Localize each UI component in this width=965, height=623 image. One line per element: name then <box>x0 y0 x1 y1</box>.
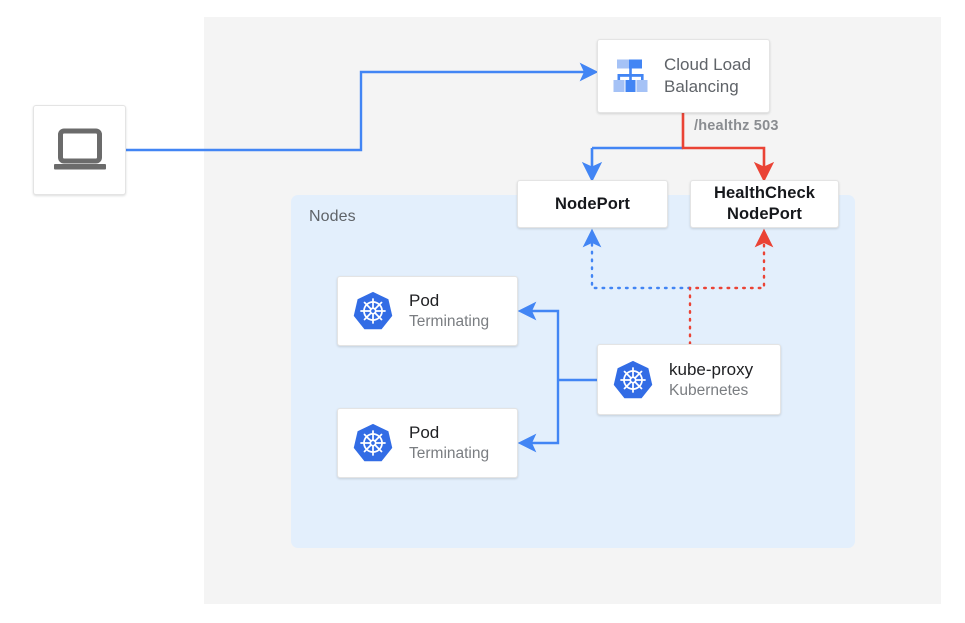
pod-2-title: Pod <box>409 423 440 442</box>
kube-proxy-content: kube-proxy Kubernetes <box>598 345 780 414</box>
kubernetes-icon <box>353 291 393 330</box>
cloud-load-balancing-label: Cloud Load Balancing <box>664 54 751 98</box>
healthcheck-nodeport-node[interactable]: HealthCheck NodePort <box>690 180 839 228</box>
healthcheck-label-line2: NodePort <box>726 205 803 223</box>
nodeport-label: NodePort <box>554 194 631 213</box>
kubernetes-icon <box>353 423 393 462</box>
nodes-region-label: Nodes <box>309 208 356 225</box>
pod-node-2[interactable]: Pod Terminating <box>337 408 518 478</box>
pod-1-labels: Pod Terminating <box>409 290 489 332</box>
kube-proxy-labels: kube-proxy Kubernetes <box>669 359 753 401</box>
pod-node-1[interactable]: Pod Terminating <box>337 276 518 346</box>
healthz-edge-label: /healthz 503 <box>694 118 779 134</box>
nodeport-node[interactable]: NodePort <box>517 180 668 228</box>
laptop-icon <box>53 128 106 170</box>
pod-2-labels: Pod Terminating <box>409 422 489 464</box>
cloud-load-balancing-node[interactable]: Cloud Load Balancing <box>597 39 770 113</box>
kube-proxy-subtitle: Kubernetes <box>669 381 749 399</box>
kube-proxy-node[interactable]: kube-proxy Kubernetes <box>597 344 781 415</box>
client-node[interactable] <box>33 105 126 195</box>
pod-1-content: Pod Terminating <box>338 277 517 345</box>
kubernetes-icon <box>613 360 653 398</box>
pod-1-status: Terminating <box>409 313 490 330</box>
pod-2-status: Terminating <box>409 445 490 462</box>
healthcheck-nodeport-label: HealthCheck NodePort <box>714 183 815 225</box>
kube-proxy-title: kube-proxy <box>669 359 754 379</box>
pod-2-content: Pod Terminating <box>338 409 517 477</box>
cloud-load-balancing-icon <box>613 59 648 92</box>
pod-1-title: Pod <box>409 291 440 310</box>
clb-label-line2: Balancing <box>664 77 739 96</box>
clb-label-line1: Cloud Load <box>664 55 751 74</box>
healthcheck-label-line1: HealthCheck <box>713 184 816 202</box>
